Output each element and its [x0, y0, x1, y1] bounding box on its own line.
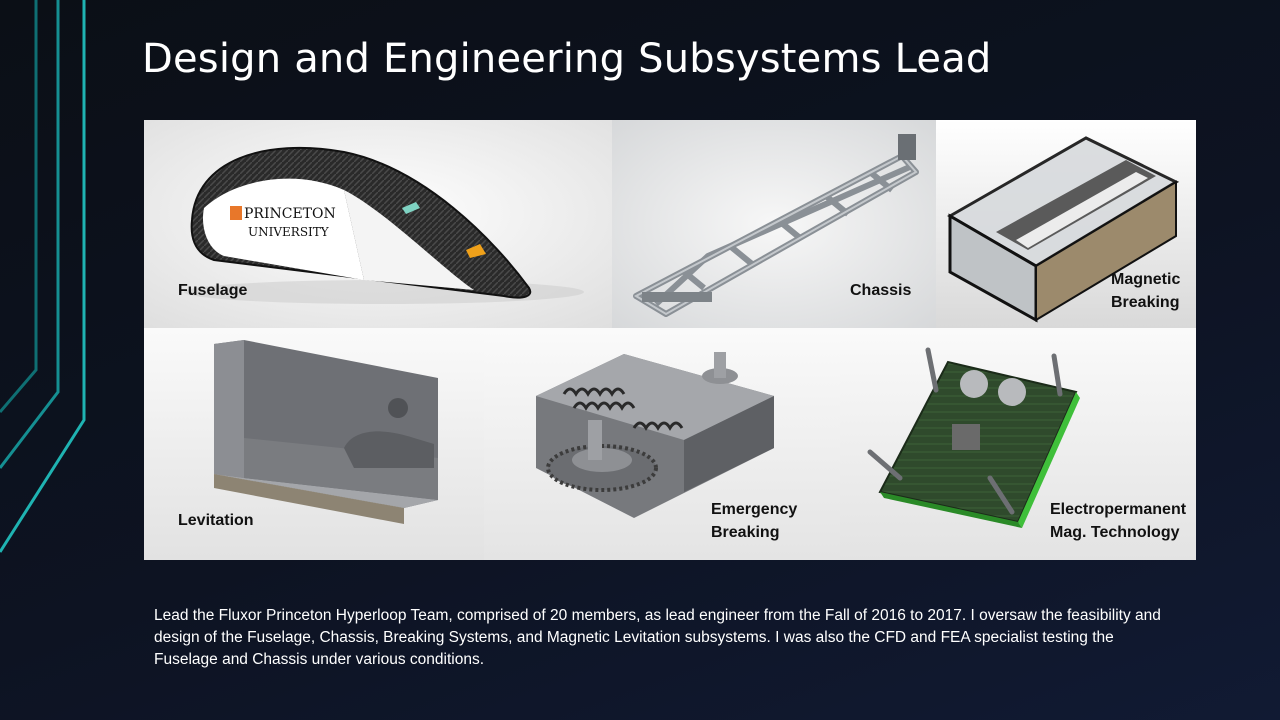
chassis-label: Chassis — [850, 282, 912, 299]
princeton-logo-line2: UNIVERSITY — [248, 225, 330, 239]
description-text: Lead the Fluxor Princeton Hyperloop Team… — [154, 607, 1161, 668]
levitation-panel: Levitation — [144, 328, 484, 560]
electropermanent-label-line2: Mag. Technology — [1050, 524, 1180, 541]
emergency-breaking-panel: Emergency Breaking — [484, 328, 840, 560]
magnetic-breaking-label-line2: Breaking — [1111, 294, 1180, 311]
fuselage-image: PRINCETON UNIVERSITY — [144, 120, 612, 328]
electropermanent-label: Electropermanent Mag. Technology — [1050, 498, 1186, 544]
fuselage-panel: PRINCETON UNIVERSITY Fuselage — [144, 120, 612, 328]
fuselage-label: Fuselage — [178, 282, 248, 299]
magnetic-breaking-label-line1: Magnetic — [1111, 271, 1181, 288]
emergency-breaking-label: Emergency Breaking — [711, 498, 797, 544]
electropermanent-label-line1: Electropermanent — [1050, 501, 1187, 518]
princeton-logo-line1: PRINCETON — [244, 206, 336, 222]
chassis-image — [612, 120, 936, 328]
emergency-breaking-label-line2: Breaking — [711, 524, 780, 541]
emergency-breaking-label-line1: Emergency — [711, 501, 798, 518]
levitation-label: Levitation — [178, 512, 254, 529]
slide-title: Design and Engineering Subsystems Lead — [142, 36, 992, 82]
chassis-panel: Chassis — [612, 120, 936, 328]
magnetic-breaking-label: Magnetic Breaking — [1111, 268, 1180, 314]
electropermanent-image — [840, 328, 1196, 560]
magnetic-breaking-panel: Magnetic Breaking — [936, 120, 1196, 328]
levitation-image — [144, 328, 484, 560]
magnetic-breaking-image — [936, 120, 1196, 328]
electropermanent-panel: Electropermanent Mag. Technology — [840, 328, 1196, 560]
decorative-lines — [0, 0, 86, 553]
emergency-breaking-image — [484, 328, 840, 560]
